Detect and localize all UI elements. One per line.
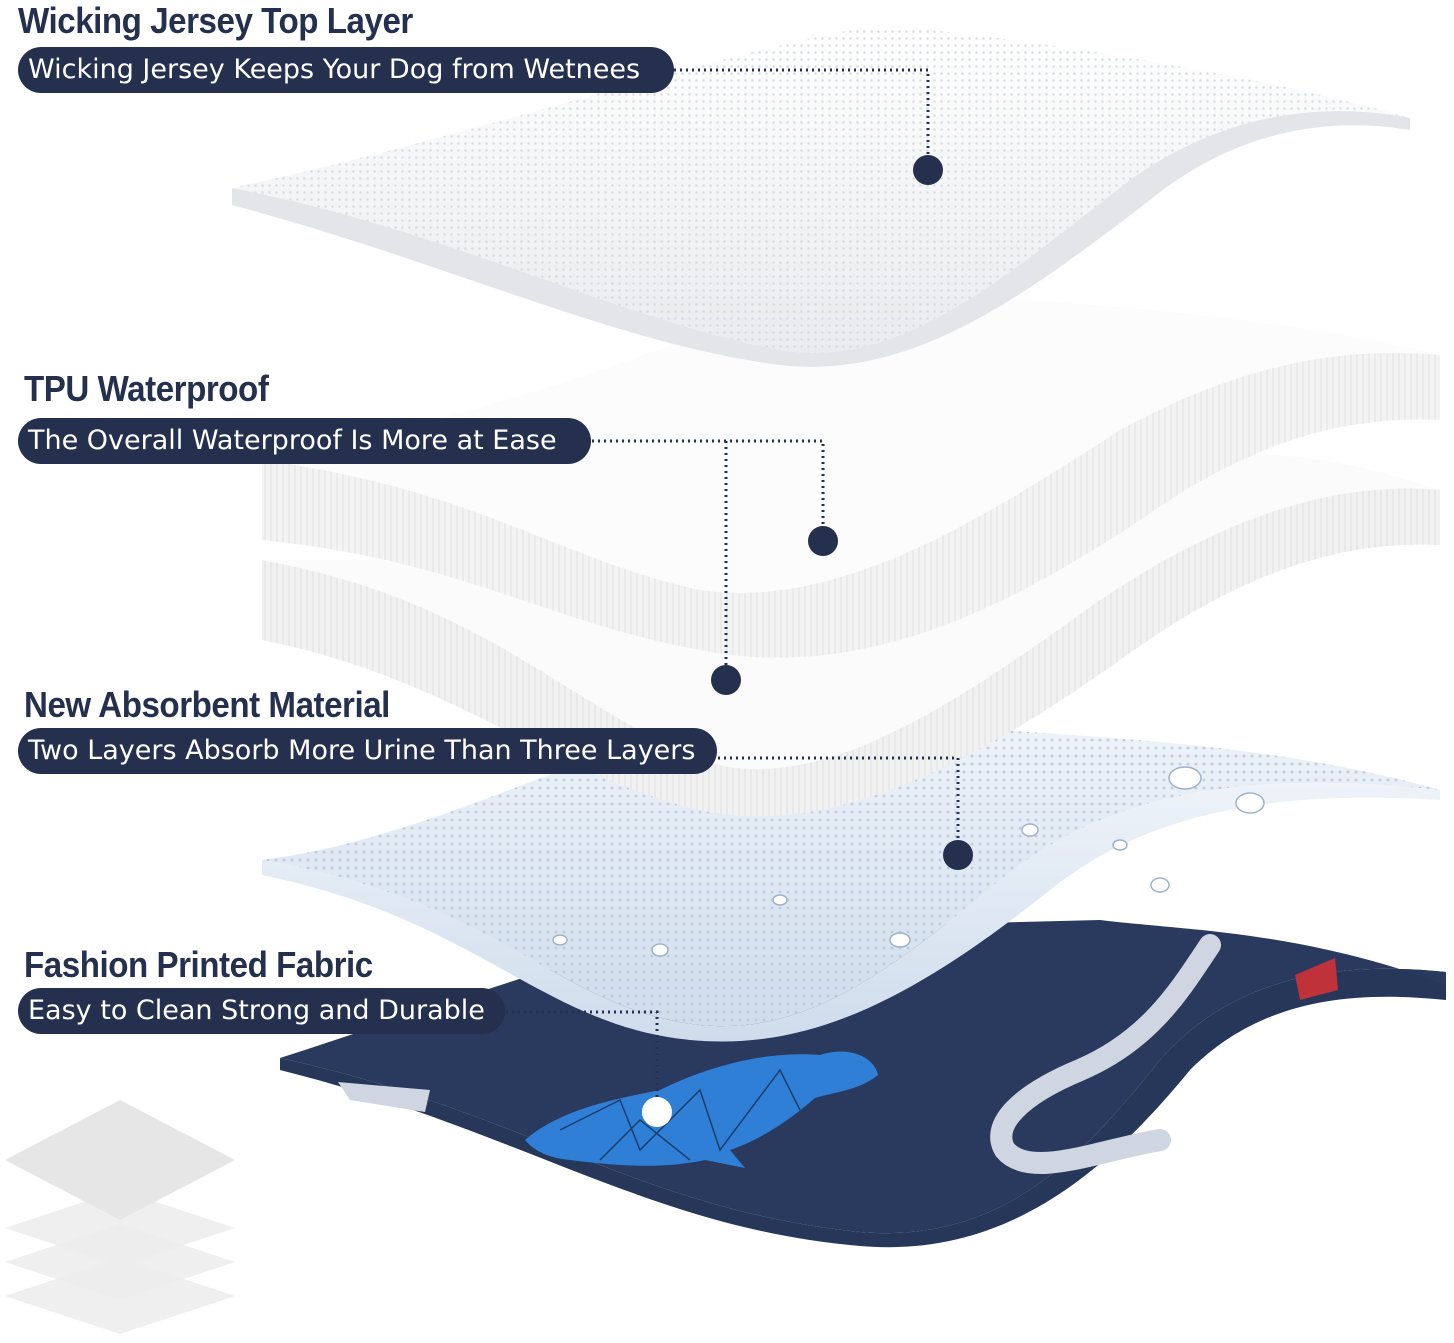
wicking-jersey-layer — [232, 25, 1410, 367]
absorbent-upper-face — [262, 290, 1440, 593]
heading-printed-fabric: Fashion Printed Fabric — [24, 944, 373, 985]
leader-lines — [494, 68, 960, 1112]
blue-dinosaur-lines — [559, 1068, 801, 1161]
absorbent-layer-upper — [262, 290, 1440, 658]
tpu-mesh-texture — [262, 725, 1440, 1027]
leader-line-jersey — [668, 68, 930, 170]
blue-dinosaur-print — [525, 1051, 878, 1168]
marker-dots — [642, 155, 973, 1127]
heading-tpu-waterproof: TPU Waterproof — [24, 368, 269, 409]
water-droplets — [552, 766, 1265, 957]
gray-dinosaur-print — [990, 934, 1221, 1174]
gray-stripe-print — [338, 1082, 430, 1112]
dot-marker-icon — [711, 665, 741, 695]
printed-fabric-shape — [280, 968, 1446, 1248]
tpu-layer-shape — [262, 782, 1440, 1042]
leader-line-absorbent-b — [694, 756, 960, 855]
red-accent-print — [1295, 958, 1338, 1000]
description-printed-fabric: Easy to Clean Strong and Durable — [18, 988, 505, 1034]
heading-absorbent-material: New Absorbent Material — [24, 684, 390, 725]
leader-line-printed — [494, 1010, 659, 1112]
tpu-waterproof-layer — [262, 725, 1440, 1042]
description-wicking-jersey: Wicking Jersey Keeps Your Dog from Wetne… — [18, 47, 675, 93]
heading-wicking-jersey: Wicking Jersey Top Layer — [18, 0, 413, 41]
layer-stack-icon — [5, 1100, 235, 1334]
description-absorbent-material: Two Layers Absorb More Urine Than Three … — [18, 728, 718, 774]
dot-marker-icon — [943, 840, 973, 870]
description-tpu-waterproof: The Overall Waterproof Is More at Ease — [18, 418, 591, 464]
absorbent-upper-ribs — [262, 352, 1440, 658]
dot-marker-icon — [642, 1097, 672, 1127]
jersey-mesh-texture — [232, 25, 1410, 353]
dot-marker-icon — [808, 526, 838, 556]
dot-marker-icon — [913, 155, 943, 185]
